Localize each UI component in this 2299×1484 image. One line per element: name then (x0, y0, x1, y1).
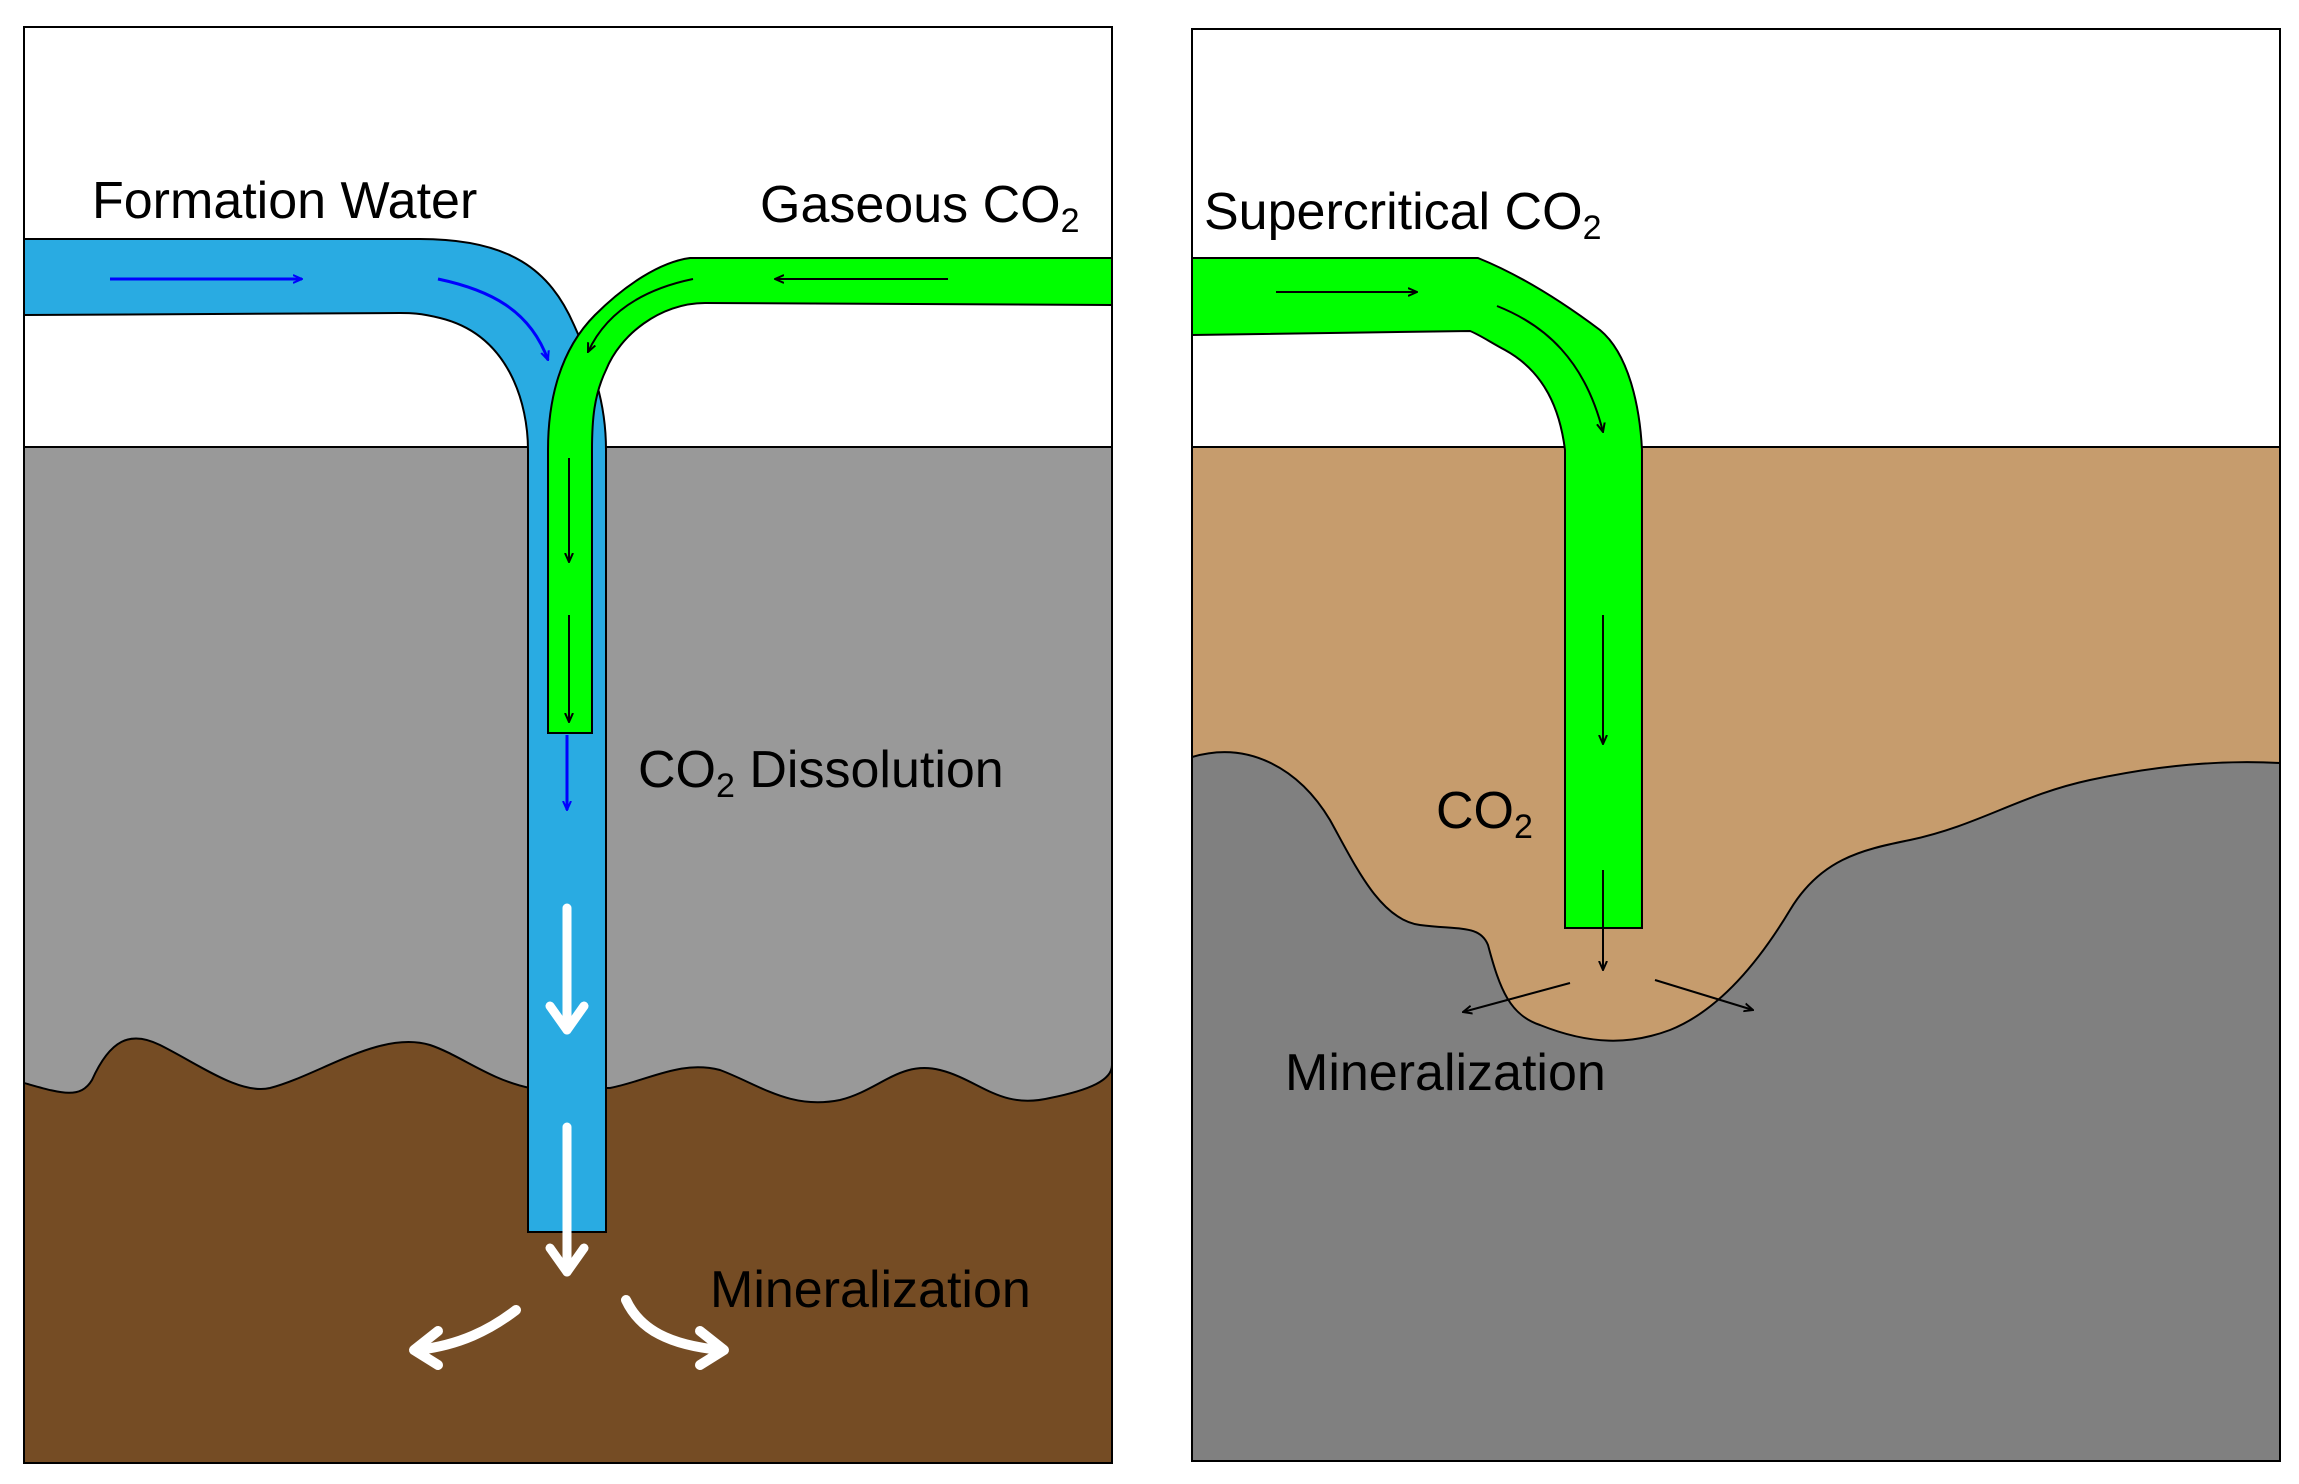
left-mineralization-label: Mineralization (710, 1261, 1031, 1319)
formation-water-pipe (24, 238, 607, 1233)
formation-water-label: Formation Water (92, 172, 477, 230)
gas-flow-arrow-2 (588, 278, 694, 352)
white-curved-arrow-right (621, 1295, 729, 1370)
water-flow-arrow-2 (437, 277, 548, 360)
right-panel: Supercritical CO2 CO2 Mineralization (1192, 29, 2280, 1461)
white-down-arrow-2 (545, 1122, 589, 1277)
co2-dissolution-label: CO2 Dissolution (638, 741, 1004, 805)
left-panel: Formation Water Gaseous CO2 CO2 Dissolut… (24, 27, 1112, 1463)
right-panel-border (1191, 28, 2281, 1462)
gaseous-co2-pipe (547, 257, 1112, 734)
left-panel-border (23, 26, 1113, 1464)
dark-rock-layer (1192, 751, 2280, 1461)
white-down-arrow-1 (545, 903, 589, 1035)
gaseous-co2-label: Gaseous CO2 (760, 176, 1080, 240)
supercritical-co2-pipe (1192, 257, 1643, 929)
sc-spread-arrow-left (1463, 982, 1571, 1012)
supercritical-co2-label: Supercritical CO2 (1204, 183, 1601, 247)
sc-spread-arrow-right (1654, 979, 1753, 1010)
right-mineralization-label: Mineralization (1285, 1044, 1606, 1102)
white-curved-arrow-left (409, 1305, 521, 1370)
sc-flow-arrow-2 (1496, 305, 1603, 432)
right-co2-label: CO2 (1436, 782, 1533, 846)
